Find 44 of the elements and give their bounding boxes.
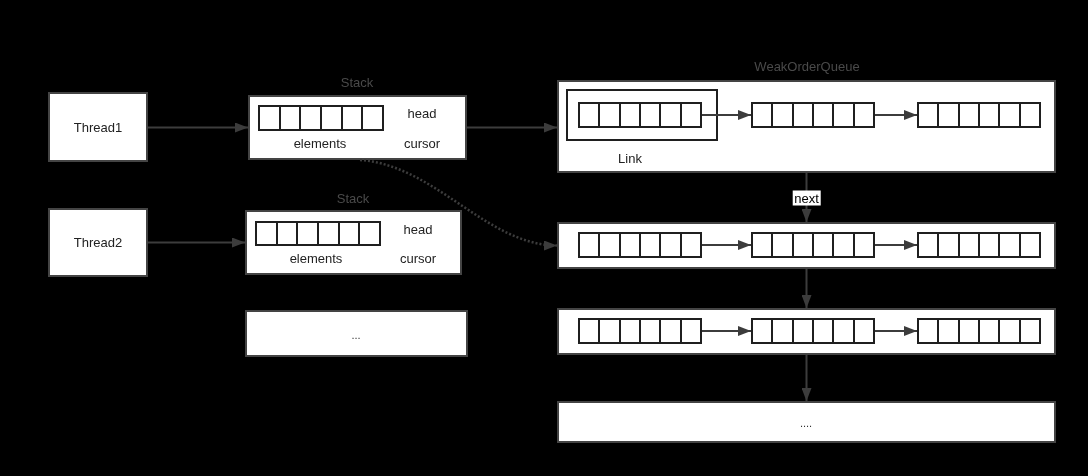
thread-label: Thread1 <box>73 120 123 134</box>
field-label: cursor <box>403 136 441 150</box>
cell-array <box>751 102 875 128</box>
cell-array <box>917 232 1041 258</box>
link-label: Link <box>618 151 642 165</box>
field-label: head <box>407 106 437 120</box>
placeholder-box <box>557 401 1056 443</box>
cell-array <box>255 221 381 246</box>
stack-title: Stack <box>336 191 370 205</box>
array-caption: elements <box>289 251 343 265</box>
arrow <box>147 122 249 133</box>
array-caption: elements <box>293 136 347 150</box>
thread-box <box>48 208 148 277</box>
arrow <box>701 326 752 336</box>
arrow <box>801 354 812 402</box>
thread-label: Thread2 <box>73 235 123 249</box>
arrow <box>147 237 246 248</box>
arrow <box>874 326 918 336</box>
queue-box <box>557 222 1056 269</box>
edge-label: next <box>792 190 821 205</box>
placeholder-box <box>245 310 468 357</box>
cell-array <box>258 105 384 131</box>
cell-array <box>578 318 702 344</box>
arrow <box>801 268 812 309</box>
cell-array <box>751 318 875 344</box>
cell-array <box>917 102 1041 128</box>
arrow <box>466 122 558 133</box>
cell-array <box>917 318 1041 344</box>
stack-title: Stack <box>340 75 374 89</box>
thread-box <box>48 92 148 162</box>
queue-title: WeakOrderQueue <box>754 59 860 73</box>
cell-array <box>578 102 702 128</box>
arrow <box>701 110 752 120</box>
arrow <box>701 240 752 250</box>
arrow <box>874 240 918 250</box>
dotted-arrow <box>359 158 558 250</box>
arrow <box>874 110 918 120</box>
queue-box <box>557 308 1056 355</box>
cell-array <box>578 232 702 258</box>
field-label: head <box>403 222 433 236</box>
ellipsis-text: .... <box>799 417 813 429</box>
cell-array <box>751 232 875 258</box>
field-label: cursor <box>399 251 437 265</box>
ellipsis-text: ... <box>351 329 361 341</box>
